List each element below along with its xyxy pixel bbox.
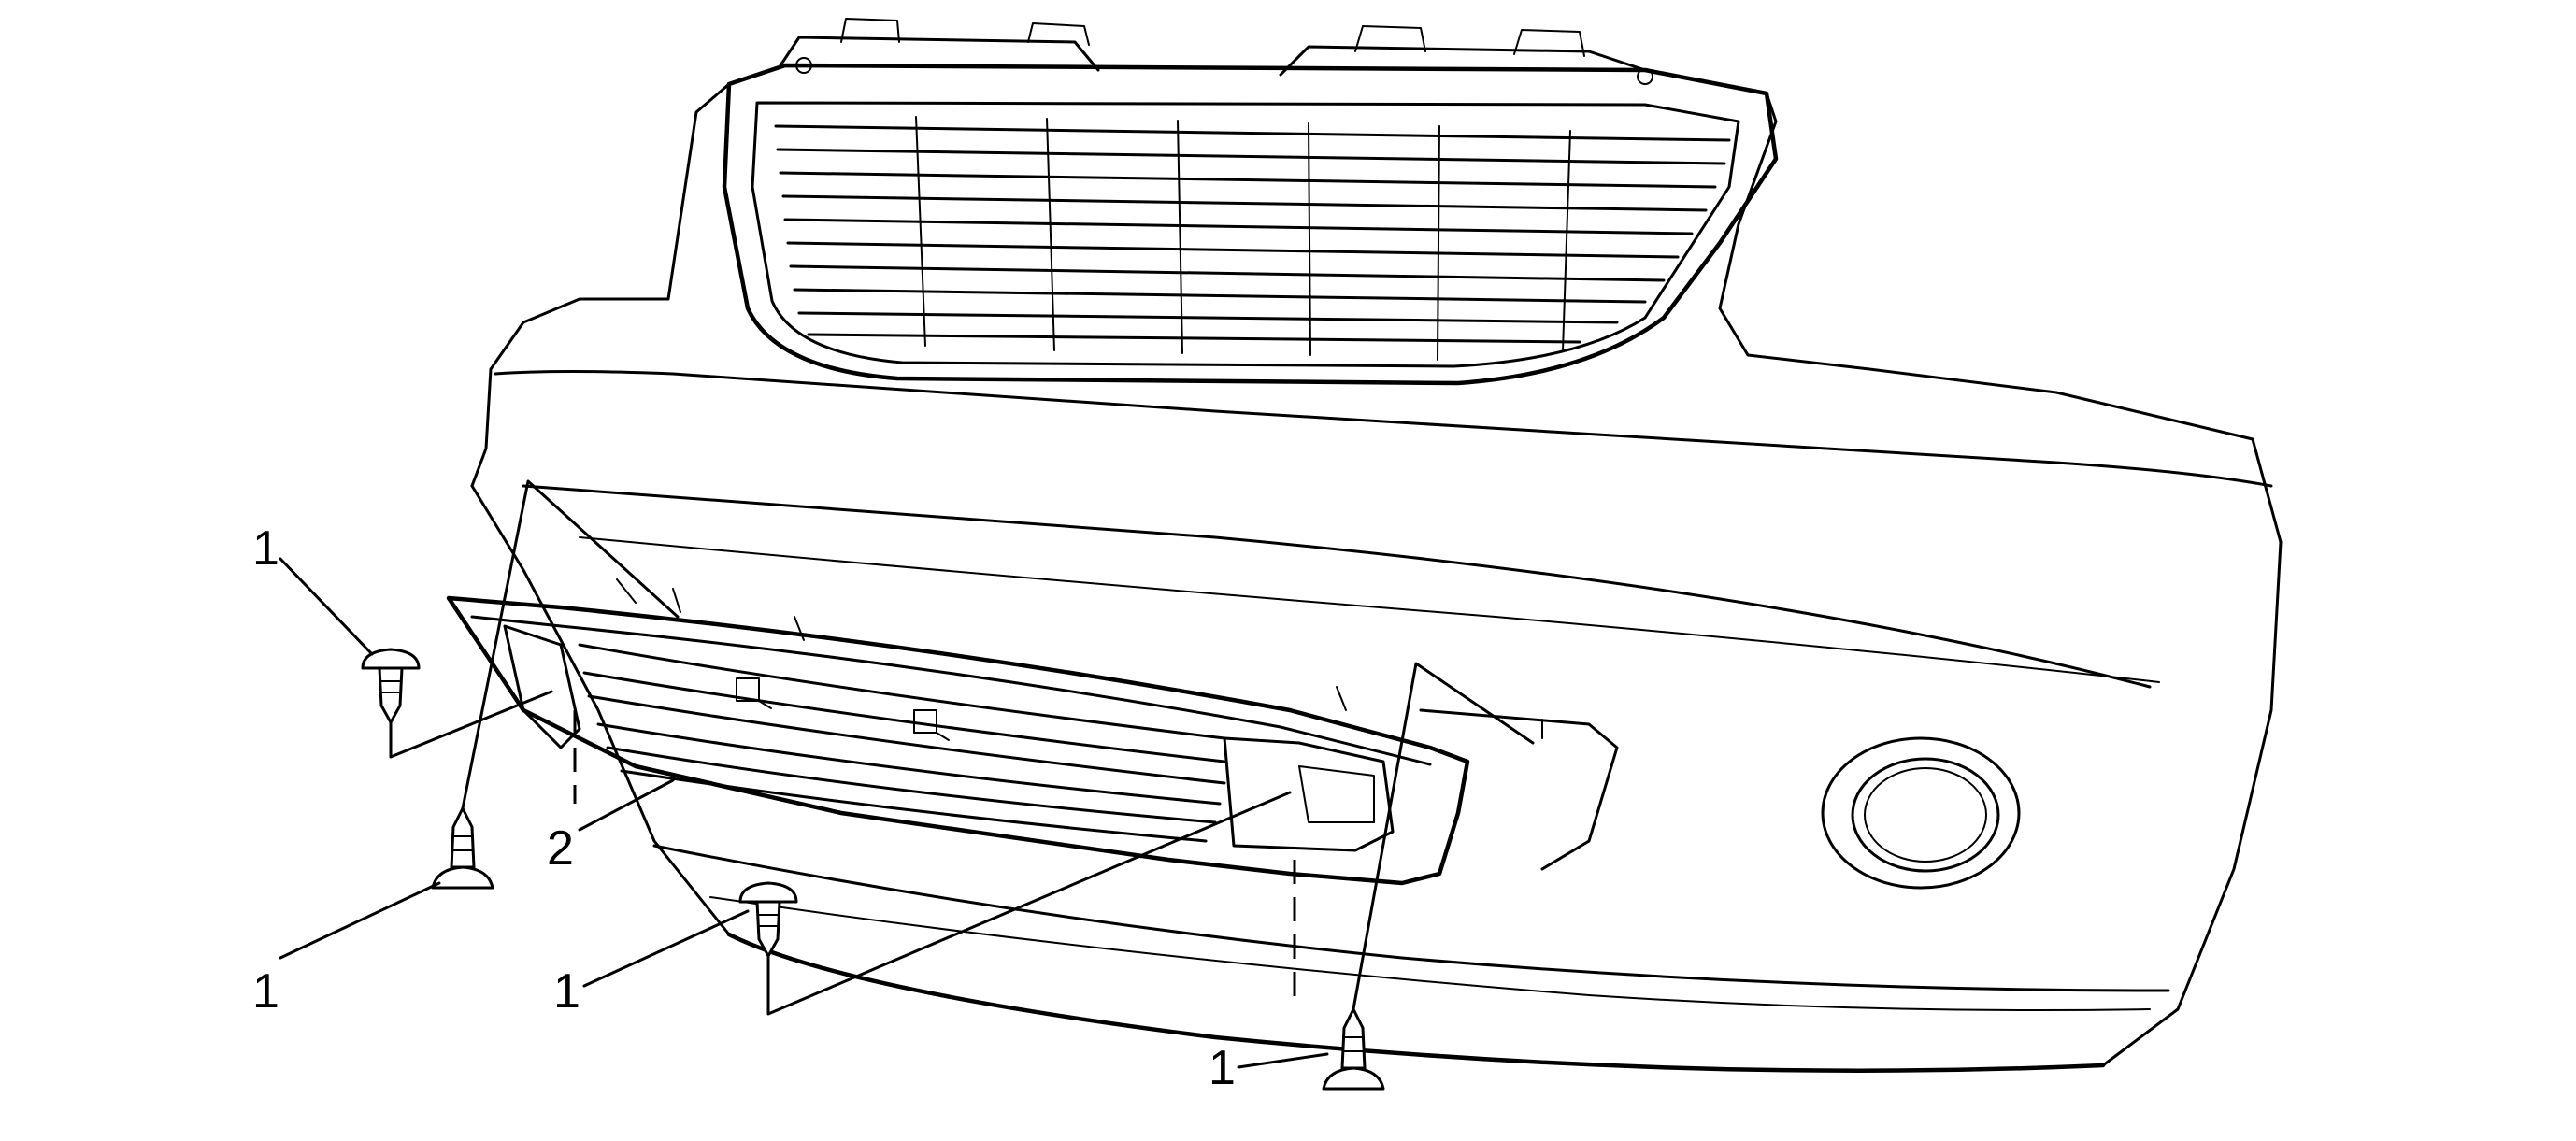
fastener-lower-left [431, 806, 494, 890]
front-fascia [470, 82, 2283, 1073]
fog-lamp [1821, 736, 2021, 890]
lower-grille-insert [446, 578, 1543, 886]
fastener-center [738, 881, 798, 958]
upper-grille [722, 18, 1779, 386]
callout-2-insert: 2 [547, 821, 574, 876]
callout-1-top-left: 1 [252, 521, 279, 576]
callout-1-lower-right: 1 [1209, 1041, 1236, 1095]
callout-1-center: 1 [553, 964, 580, 1019]
installation-lines [279, 479, 1535, 1069]
fastener-top-left [361, 648, 421, 724]
callout-1-lower-left: 1 [252, 964, 279, 1019]
fastener-lower-right [1322, 1007, 1385, 1091]
callout-labels: 1 1 2 1 1 [252, 521, 1236, 1095]
